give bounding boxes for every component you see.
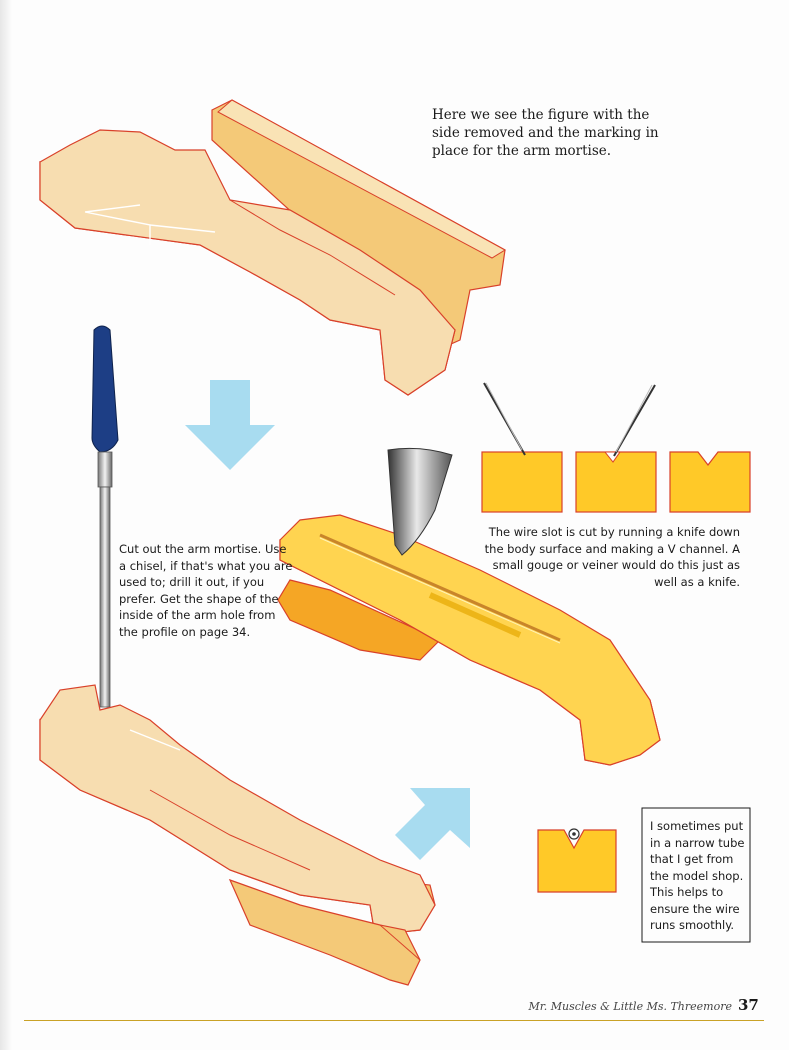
figure2-body-top [39, 684, 436, 936]
caption-side-removed: Here we see the figure with the side rem… [432, 107, 659, 159]
figure-mortise-cut [39, 684, 436, 986]
figure2-arm-piece [228, 878, 421, 986]
caption-cut-mortise: Cut out the arm mortise. Use a chisel, i… [119, 542, 293, 639]
up-right-arrow [395, 788, 470, 860]
caption-wire-slot: The wire slot is cut by running a knife … [484, 525, 740, 589]
running-title: Mr. Muscles & Little Ms. Threemore [528, 1000, 732, 1013]
note-box-frame [641, 807, 751, 943]
v-channel-diagrams [481, 382, 751, 513]
cross-section-1 [481, 451, 563, 513]
caption-narrow-tube: I sometimes put in a narrow tube that I … [650, 819, 745, 932]
knife-blade-icon [387, 447, 453, 556]
figure-side-removed [39, 99, 506, 396]
footer-rule [24, 1020, 764, 1021]
figure3-wire-groove [319, 533, 561, 642]
chisel-tool [91, 325, 119, 708]
page-number: 37 [738, 996, 759, 1014]
figure3-arm-piece [277, 579, 442, 661]
page-spine-shadow [0, 0, 12, 1050]
figure1-mortise-marking [84, 204, 216, 245]
figure-wire-slot [277, 514, 661, 766]
tube-diagram [537, 828, 617, 893]
cross-section-2 [575, 451, 657, 513]
cross-section-3 [669, 451, 751, 513]
figure1-body-top [39, 129, 456, 396]
down-arrow [185, 380, 275, 470]
